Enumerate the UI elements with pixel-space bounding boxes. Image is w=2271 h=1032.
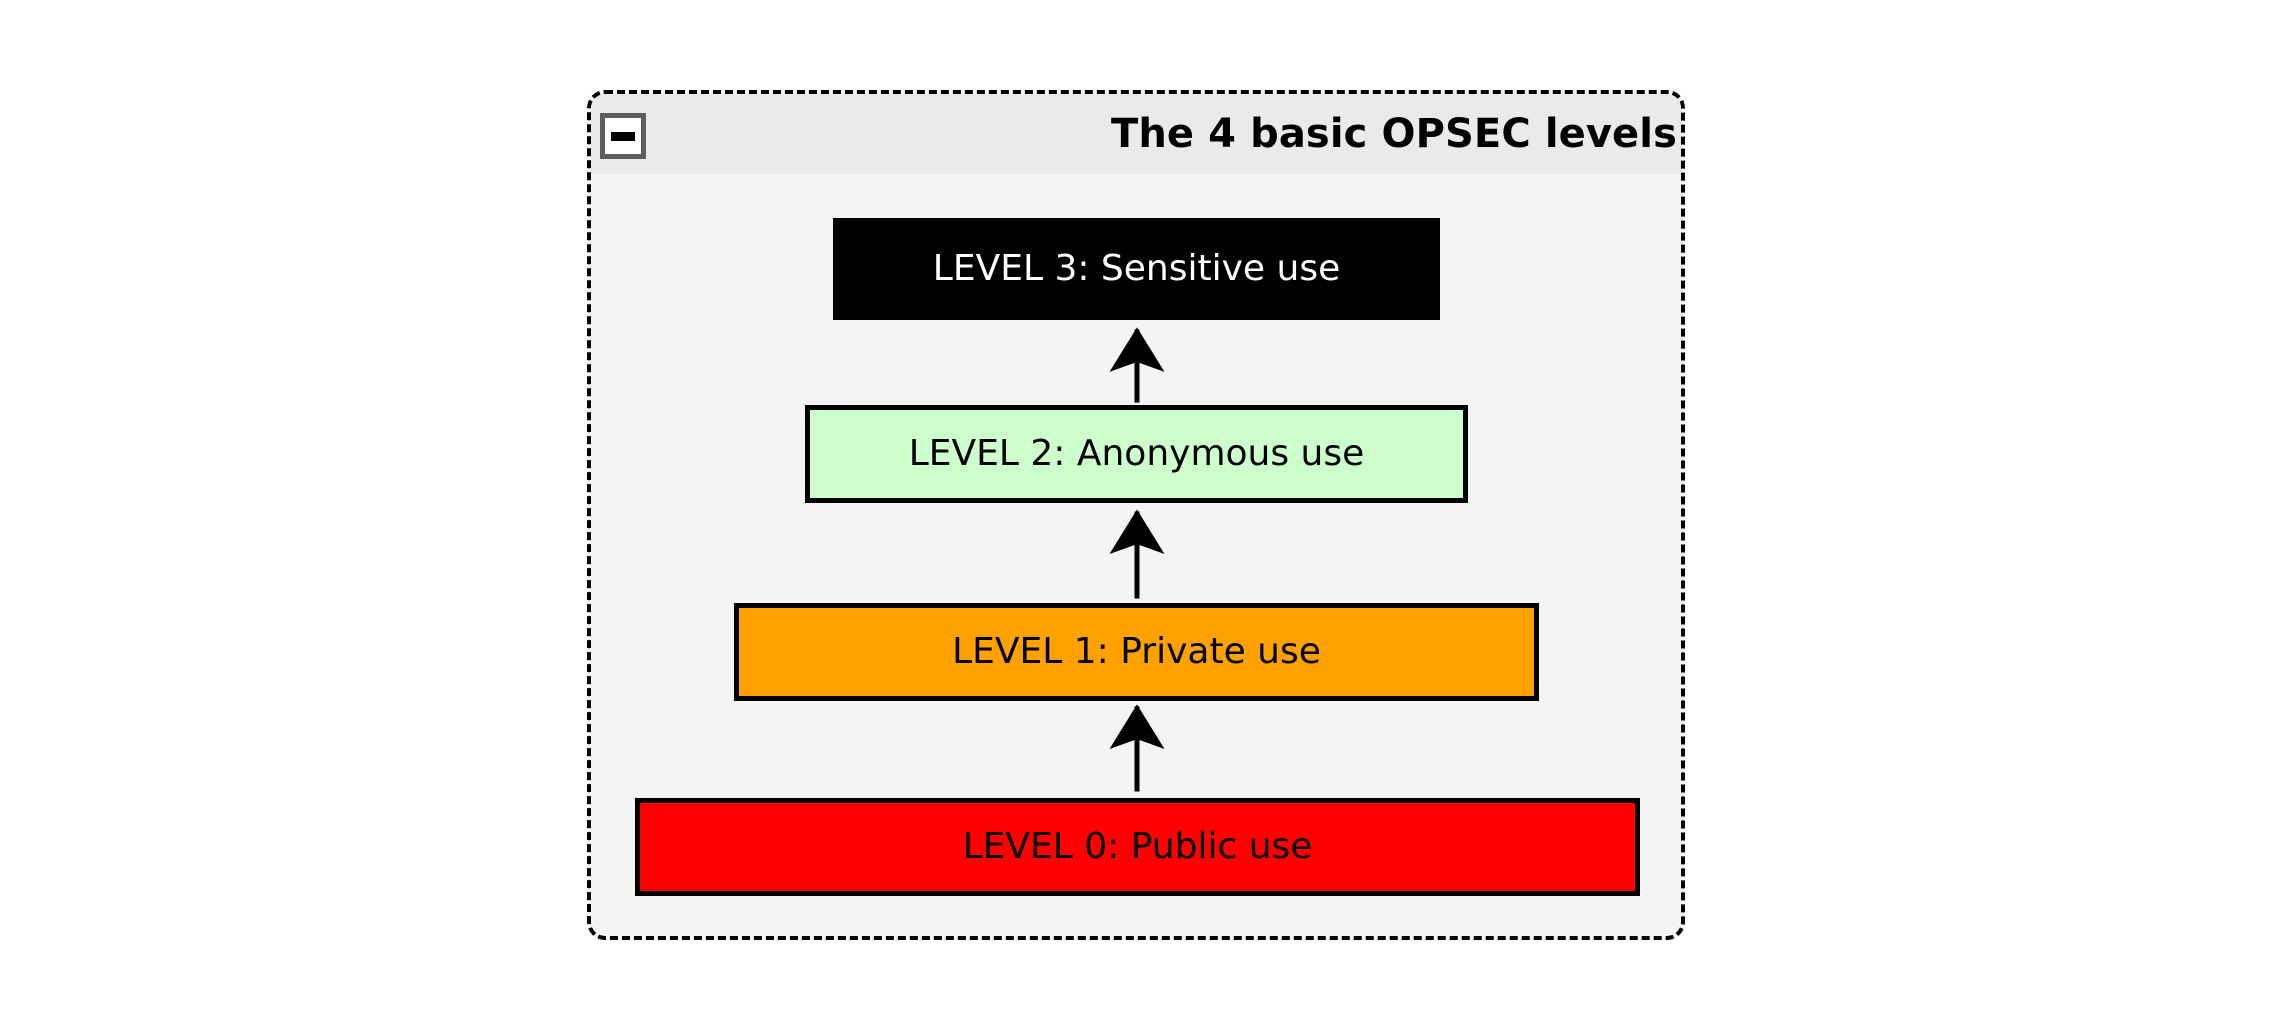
level-box-1[interactable]: LEVEL 1: Private use [734, 603, 1539, 701]
opsec-levels-panel: The 4 basic OPSEC levels LEVEL 3: Sensit… [587, 90, 1685, 940]
panel-title: The 4 basic OPSEC levels [1110, 111, 1677, 157]
collapse-minus-icon[interactable] [600, 113, 646, 159]
level-box-3[interactable]: LEVEL 3: Sensitive use [833, 218, 1440, 320]
minus-bar-glyph [611, 131, 635, 141]
panel-header: The 4 basic OPSEC levels [591, 94, 1681, 174]
level-box-2[interactable]: LEVEL 2: Anonymous use [805, 405, 1468, 503]
diagram-body: LEVEL 3: Sensitive use LEVEL 2: Anonymou… [591, 174, 1681, 936]
level-box-0[interactable]: LEVEL 0: Public use [635, 798, 1640, 896]
